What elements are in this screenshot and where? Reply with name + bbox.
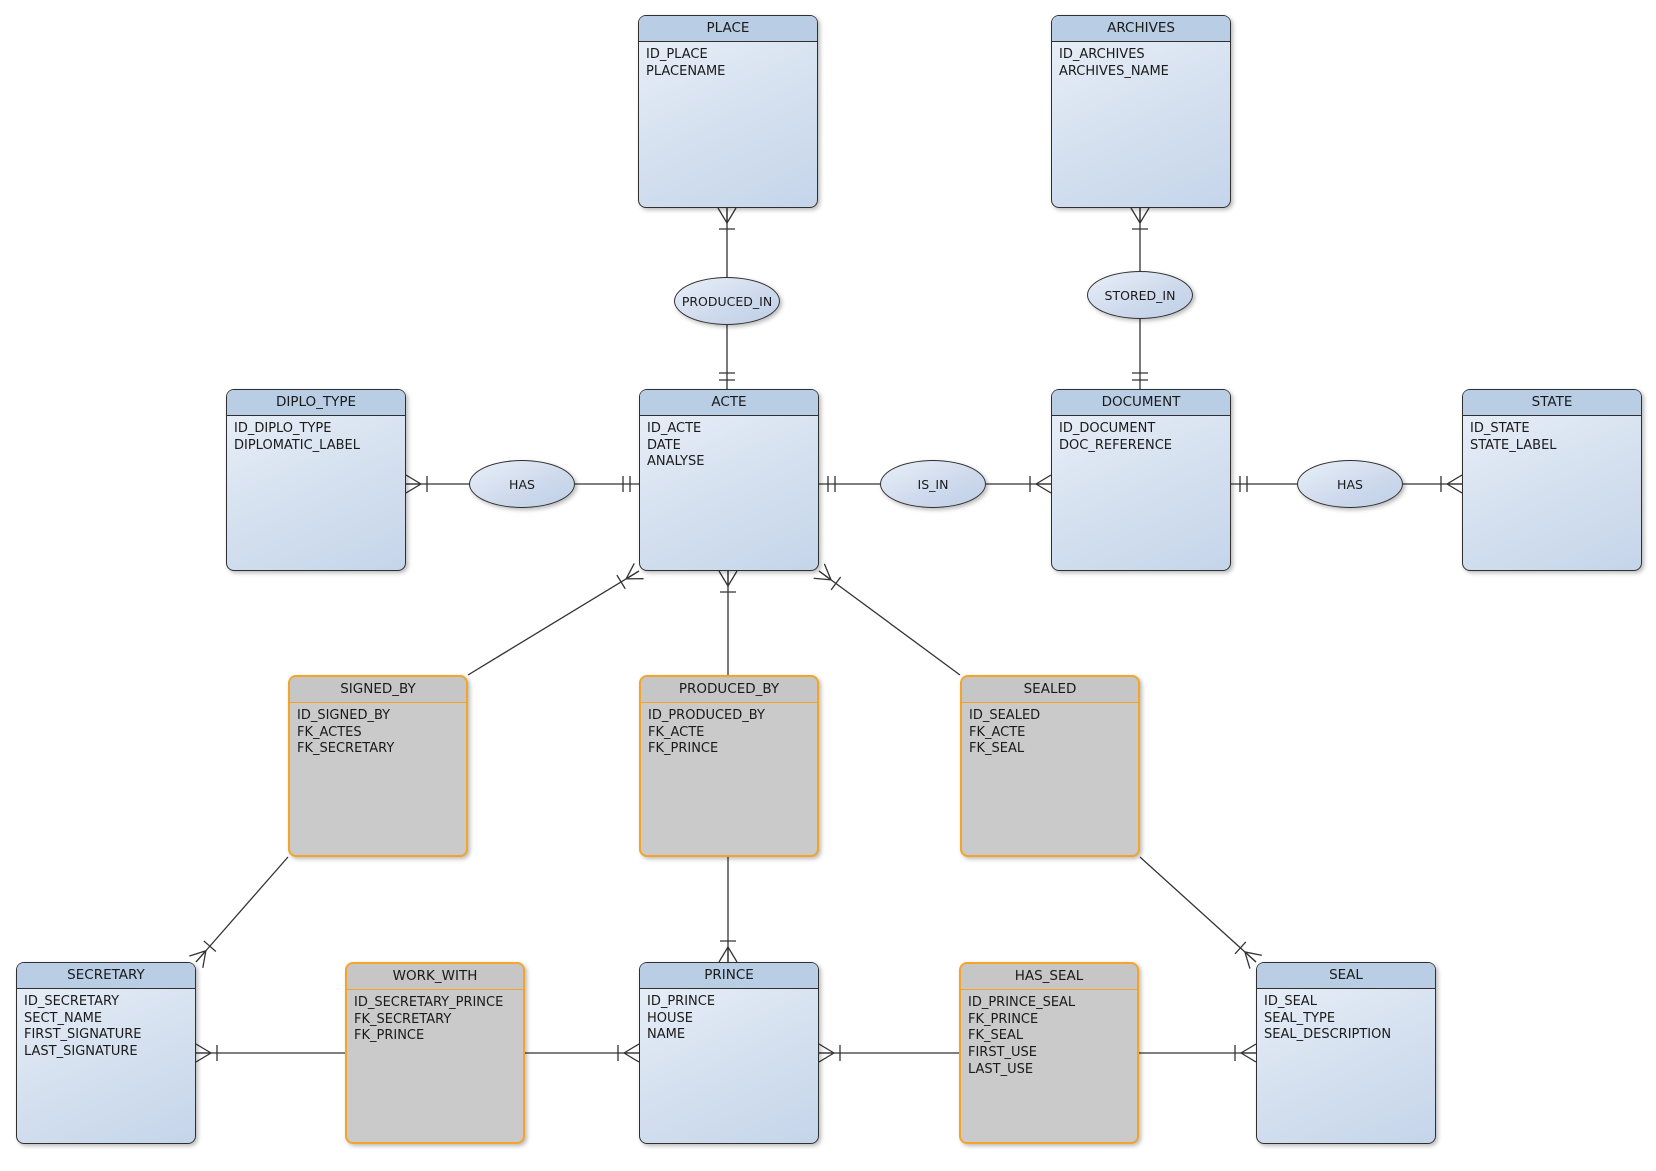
attribute: ANALYSE <box>647 454 705 470</box>
attribute: ID_DIPLO_TYPE <box>234 421 332 436</box>
attribute: FK_ACTES <box>297 724 362 740</box>
connector-sealed-seal <box>1139 856 1256 962</box>
attribute: ID_SEAL <box>1264 994 1317 1009</box>
attribute: ID_SIGNED_BY <box>297 708 391 723</box>
attribute: NAME <box>647 1027 686 1043</box>
attribute: SEAL_TYPE <box>1264 1010 1336 1026</box>
attribute: ID_PLACE <box>646 47 708 62</box>
entity-acte-title: ACTE <box>640 390 818 416</box>
relationship-has[interactable]: HAS <box>469 460 575 508</box>
attribute: FK_PRINCE <box>354 1028 425 1044</box>
attribute: FK_SEAL <box>969 741 1025 757</box>
relationship-has-label: HAS <box>509 476 535 492</box>
attribute: SECT_NAME <box>24 1010 103 1026</box>
relationship-is-in-label: IS_IN <box>917 476 949 492</box>
association-produced-by-title: PRODUCED_BY <box>641 677 817 703</box>
relationship-produced-in-label: PRODUCED_IN <box>681 293 773 309</box>
association-work-with-title: WORK_WITH <box>347 964 523 990</box>
attribute: FK_ACTE <box>969 724 1026 740</box>
association-has-seal-title: HAS_SEAL <box>961 964 1137 990</box>
attribute: ID_SEALED <box>969 708 1041 723</box>
attribute: FIRST_USE <box>968 1044 1038 1060</box>
entity-document-title: DOCUMENT <box>1052 390 1230 416</box>
association-signed-by-title: SIGNED_BY <box>290 677 466 703</box>
entity-prince-title: PRINCE <box>640 963 818 989</box>
attribute: LAST_SIGNATURE <box>24 1043 138 1059</box>
entity-seal-title: SEAL <box>1257 963 1435 989</box>
attribute: ID_PRINCE_SEAL <box>968 995 1076 1010</box>
attribute: FK_SECRETARY <box>297 741 395 757</box>
attribute: FK_PRINCE <box>968 1011 1039 1027</box>
attribute: DIPLOMATIC_LABEL <box>234 437 360 453</box>
entity-place-title: PLACE <box>639 16 817 42</box>
relationship-stored-in[interactable]: STORED_IN <box>1087 271 1193 319</box>
relationship-has-2[interactable]: HAS <box>1297 460 1403 508</box>
attribute: LAST_USE <box>968 1061 1034 1077</box>
attribute: PLACENAME <box>646 63 726 79</box>
attribute: DATE <box>647 437 681 453</box>
entity-diplo-type-title: DIPLO_TYPE <box>227 390 405 416</box>
attribute: FK_SEAL <box>968 1028 1024 1044</box>
attribute: ARCHIVES_NAME <box>1059 63 1169 79</box>
attribute: ID_PRINCE <box>647 994 716 1009</box>
attribute: FK_ACTE <box>648 724 705 740</box>
attribute: FIRST_SIGNATURE <box>24 1027 142 1043</box>
attribute: ID_STATE <box>1470 421 1530 436</box>
entity-archives-title: ARCHIVES <box>1052 16 1230 42</box>
attribute: STATE_LABEL <box>1470 437 1557 453</box>
attribute: SEAL_DESCRIPTION <box>1264 1027 1392 1043</box>
attribute: ID_ARCHIVES <box>1059 47 1145 62</box>
relationship-stored-in-label: STORED_IN <box>1104 287 1176 303</box>
connector-sealed-acte <box>819 571 961 676</box>
attribute: ID_SECRETARY <box>24 994 120 1009</box>
relationship-produced-in[interactable]: PRODUCED_IN <box>674 277 780 325</box>
connector-signed_by-secretary <box>196 856 289 962</box>
relationship-has-2-label: HAS <box>1337 476 1363 492</box>
attribute: ID_DOCUMENT <box>1059 421 1156 436</box>
attribute: DOC_REFERENCE <box>1059 437 1173 453</box>
association-sealed-title: SEALED <box>962 677 1138 703</box>
attribute: ID_ACTE <box>647 421 702 436</box>
attribute: HOUSE <box>647 1010 693 1026</box>
entity-state-title: STATE <box>1463 390 1641 416</box>
attribute: FK_PRINCE <box>648 741 719 757</box>
entity-secretary-title: SECRETARY <box>17 963 195 989</box>
attribute: ID_PRODUCED_BY <box>648 708 765 723</box>
attribute: ID_SECRETARY_PRINCE <box>354 995 504 1010</box>
connector-signed_by-acte <box>467 571 639 676</box>
attribute: FK_SECRETARY <box>354 1011 452 1027</box>
relationship-is-in[interactable]: IS_IN <box>880 460 986 508</box>
